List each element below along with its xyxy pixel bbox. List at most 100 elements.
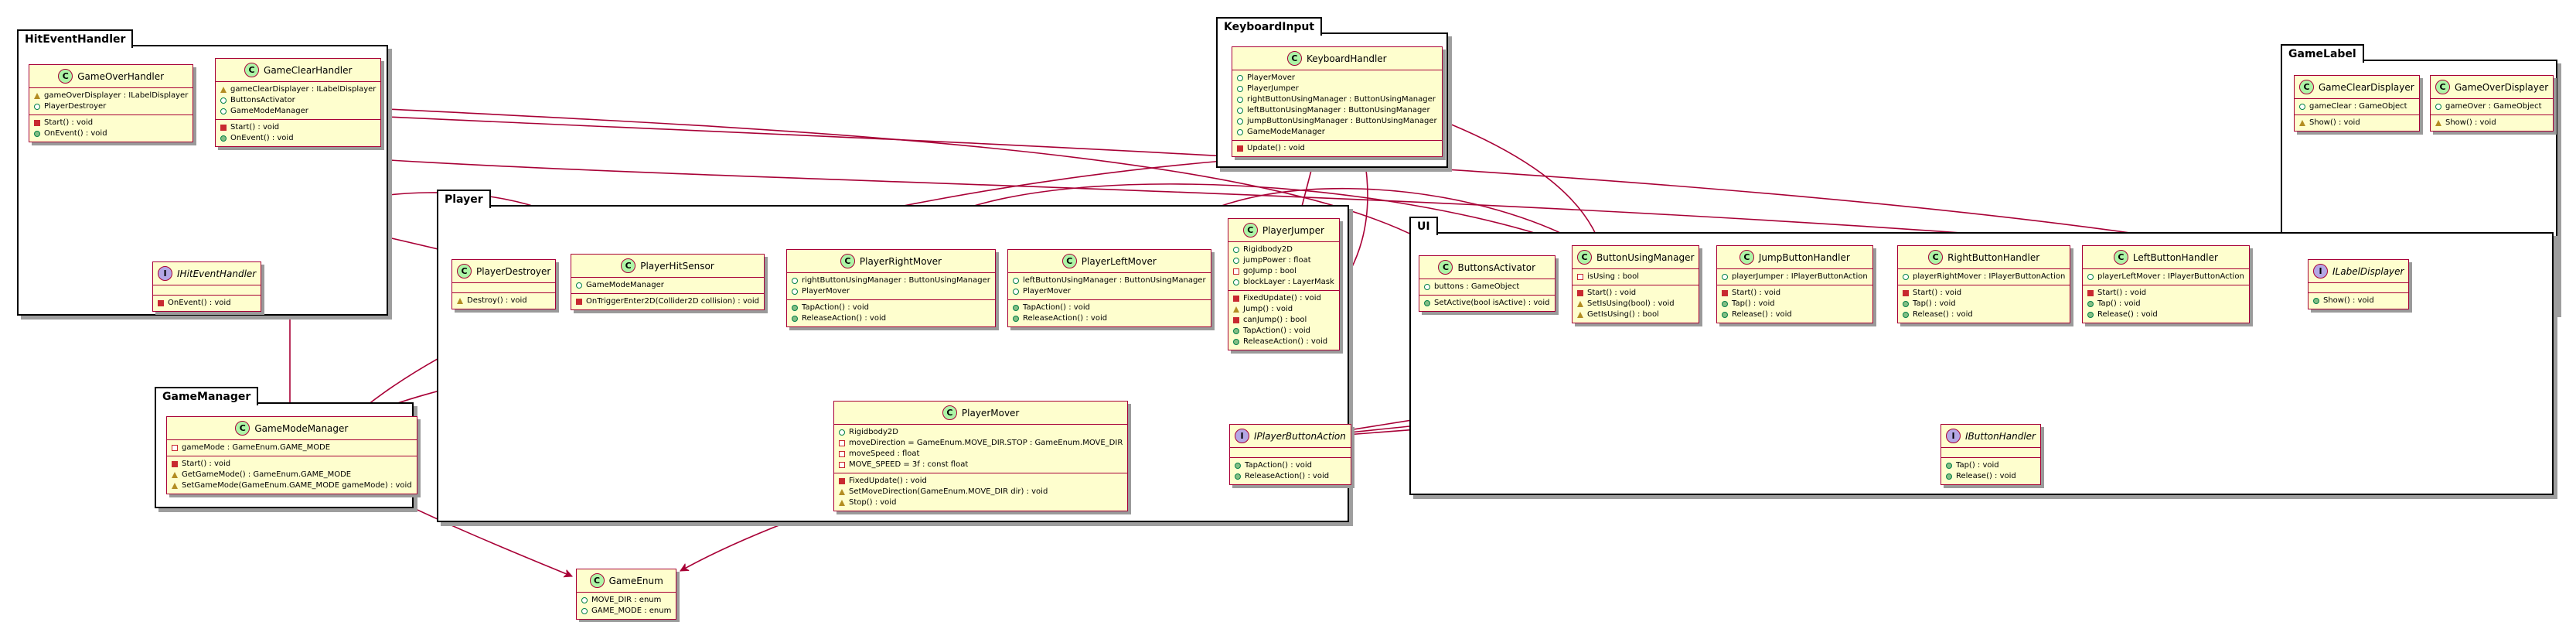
class-name: ButtonsActivator xyxy=(1457,261,1536,273)
public-icon xyxy=(220,108,227,114)
private-method-icon xyxy=(2087,290,2094,296)
method: Tap() : void xyxy=(1913,299,1956,308)
class-badge-icon: C xyxy=(2299,80,2314,94)
private-icon xyxy=(839,440,845,446)
method: Tap() : void xyxy=(1956,461,1999,470)
field: PlayerMover xyxy=(1023,287,1072,296)
public-method-icon xyxy=(1903,301,1909,307)
field: gameMode : GameEnum.GAME_MODE xyxy=(182,443,331,452)
protected-icon xyxy=(220,87,227,93)
public-method-icon xyxy=(2087,312,2094,318)
protected-method-icon xyxy=(839,489,845,495)
protected-method-icon xyxy=(1577,301,1583,307)
public-icon xyxy=(2087,274,2094,280)
field: gameOverDisplayer : ILabelDisplayer xyxy=(44,91,189,100)
public-icon xyxy=(581,608,588,614)
public-icon xyxy=(1233,247,1239,253)
edge-gameclearhandler-buttonsactivator xyxy=(370,108,1453,259)
public-method-icon xyxy=(2313,298,2319,304)
field: PlayerMover xyxy=(1247,73,1296,82)
field: PlayerJumper xyxy=(1247,84,1299,93)
method: Stop() : void xyxy=(849,498,897,507)
private-method-icon xyxy=(1237,145,1243,152)
method: SetIsUsing(bool) : void xyxy=(1587,299,1675,308)
public-icon xyxy=(1237,86,1243,92)
method: Release() : void xyxy=(1913,310,1973,319)
public-method-icon xyxy=(1946,473,1952,480)
class-name: ILabelDisplayer xyxy=(2332,265,2404,277)
private-icon xyxy=(172,445,178,451)
public-icon xyxy=(1424,284,1430,290)
public-method-icon xyxy=(1233,339,1239,345)
method: OnTriggerEnter2D(Collider2D collision) :… xyxy=(586,297,759,306)
method: OnEvent() : void xyxy=(230,134,294,142)
method: ReleaseAction() : void xyxy=(802,314,887,323)
field: PlayerMover xyxy=(802,287,850,296)
private-method-icon xyxy=(172,461,178,467)
field: rightButtonUsingManager : ButtonUsingMan… xyxy=(802,276,990,285)
public-icon xyxy=(1237,97,1243,103)
package-tab-gamelabel: GameLabel xyxy=(2281,44,2364,63)
class-name: PlayerMover xyxy=(961,407,1020,419)
class-badge-icon: C xyxy=(840,254,855,268)
public-icon xyxy=(34,104,40,110)
method: FixedUpdate() : void xyxy=(849,477,927,485)
class-name: GameOverDisplayer xyxy=(2455,81,2549,93)
class-badge-icon: C xyxy=(457,264,472,279)
method: Start() : void xyxy=(230,123,280,132)
field: MOVE_DIR : enum xyxy=(591,596,662,604)
private-icon xyxy=(1577,274,1583,280)
field: gameOver : GameObject xyxy=(2445,102,2542,111)
method: ReleaseAction() : void xyxy=(1245,472,1330,480)
protected-icon xyxy=(34,93,40,99)
public-method-icon xyxy=(792,305,798,311)
method: ReleaseAction() : void xyxy=(1023,314,1108,323)
field: blockLayer : LayerMask xyxy=(1243,278,1334,286)
class-badge-icon: C xyxy=(235,421,250,436)
protected-method-icon xyxy=(457,298,463,304)
public-method-icon xyxy=(1233,328,1239,334)
field: playerLeftMover : IPlayerButtonAction xyxy=(2097,272,2244,281)
protected-method-icon xyxy=(1233,306,1239,313)
private-method-icon xyxy=(1577,290,1583,296)
field: Rigidbody2D xyxy=(849,428,898,436)
package-tab-keyboardinput: KeyboardInput xyxy=(1216,17,1323,36)
class-name: IHitEventHandler xyxy=(177,268,257,279)
public-method-icon xyxy=(1235,463,1241,469)
class-badge-icon: C xyxy=(58,69,73,84)
class-name: GameClearDisplayer xyxy=(2319,81,2414,93)
public-icon xyxy=(1237,129,1243,135)
public-method-icon xyxy=(1722,312,1728,318)
package-tab-gamemanager: GameManager xyxy=(155,387,259,405)
class-badge-icon: C xyxy=(621,258,636,273)
class-name: PlayerDestroyer xyxy=(476,265,551,277)
field: jumpButtonUsingManager : ButtonUsingMana… xyxy=(1247,117,1437,125)
method: Show() : void xyxy=(2323,296,2374,305)
field: GameModeManager xyxy=(230,107,308,115)
class-name: PlayerJumper xyxy=(1262,224,1324,236)
class-badge-icon: C xyxy=(244,63,260,77)
public-icon xyxy=(1722,274,1728,280)
